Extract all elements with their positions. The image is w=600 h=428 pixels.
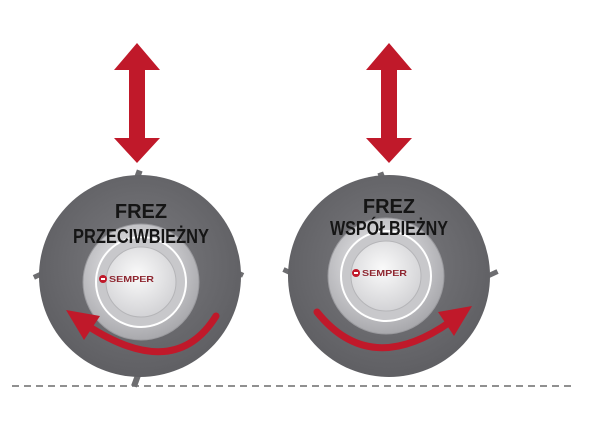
semper-logo: SEMPER: [352, 268, 407, 278]
cutter-title-line1: FREZ: [115, 201, 167, 223]
double-vertical-arrow-icon: [114, 43, 160, 163]
cutter-title-line2: WSPÓŁBIEŻNY: [330, 216, 449, 240]
double-vertical-arrow-icon: [366, 43, 412, 163]
curved-arrow-icon: [313, 306, 472, 352]
cutter-up-milling: SEMPER FREZ PRZECIWBIEŻNY: [32, 43, 245, 388]
cutter-title-line2: PRZECIWBIEŻNY: [73, 225, 210, 248]
semper-logo: SEMPER: [99, 274, 154, 284]
curved-arrow-icon: [66, 310, 220, 356]
cutter-hub-cap: [350, 240, 422, 312]
cutter-title-line1: FREZ: [363, 196, 415, 218]
svg-text:SEMPER: SEMPER: [109, 274, 154, 284]
cutter-climb-milling: SEMPER FREZ WSPÓŁBIEŻNY: [282, 43, 499, 377]
svg-text:SEMPER: SEMPER: [362, 268, 407, 278]
cutter-hub-cap: [105, 246, 177, 318]
